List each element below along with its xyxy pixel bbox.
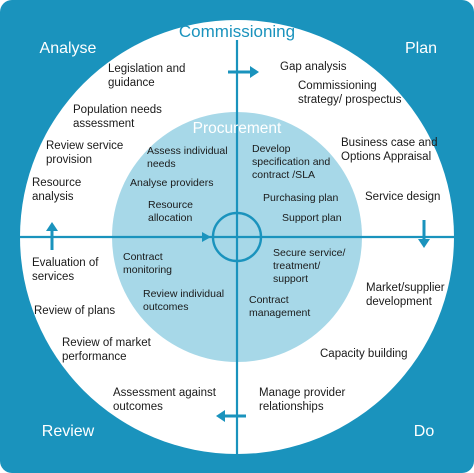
inner-item-line: contract /SLA [252, 169, 315, 181]
outer-item-line: Legislation and [108, 63, 185, 75]
outer-item-evaluation: Evaluation of services [32, 257, 99, 283]
inner-item-line: support [273, 273, 308, 285]
arrow-right-icon [228, 66, 259, 78]
quadrant-label-plan: Plan [405, 40, 437, 57]
outer-item-population: Population needs assessment [73, 104, 162, 130]
inner-item-line: Assess individual [147, 145, 228, 157]
outer-item-line: performance [62, 351, 127, 363]
inner-item-support-plan: Support plan [282, 212, 342, 224]
inner-item-line: Develop [252, 143, 291, 155]
inner-item-line: needs [147, 158, 176, 170]
outer-item-line: Options Appraisal [341, 151, 431, 163]
inner-item-line: Review individual [143, 288, 224, 300]
inner-item-line: management [249, 307, 310, 319]
outer-item-manage-provider: Manage provider relationships [259, 387, 345, 413]
cycle-circle [211, 211, 263, 263]
outer-item-line: Gap analysis [280, 61, 347, 73]
outer-item-line: Assessment against [113, 387, 217, 399]
outer-item-line: Resource [32, 177, 81, 189]
inner-item-line: Analyse providers [130, 177, 213, 189]
procurement-title: Procurement [193, 120, 282, 137]
inner-item-line: Contract [249, 294, 289, 306]
outer-item-line: services [32, 271, 74, 283]
outer-item-line: strategy/ prospectus [298, 94, 402, 106]
arrow-up-icon [46, 222, 58, 250]
outer-item-gap-analysis: Gap analysis [280, 61, 347, 73]
outer-item-review-service: Review service provision [46, 140, 123, 166]
cycle-arrow-icon [202, 232, 211, 242]
outer-item-service-design: Service design [365, 191, 440, 203]
outer-item-line: relationships [259, 401, 324, 413]
outer-item-line: analysis [32, 191, 74, 203]
quadrant-label-do: Do [414, 423, 435, 440]
outer-item-line: Commissioning [298, 80, 377, 92]
inner-item-line: specification and [252, 156, 330, 168]
inner-item-purchasing-plan: Purchasing plan [263, 192, 338, 204]
outer-item-line: Population needs [73, 104, 162, 116]
inner-item-line: allocation [148, 212, 193, 224]
inner-item-line: Resource [148, 199, 193, 211]
outer-item-review-plans: Review of plans [34, 305, 115, 317]
commissioning-title: Commissioning [179, 22, 295, 41]
outer-item-commissioning-strategy: Commissioning strategy/ prospectus [298, 80, 402, 106]
inner-item-analyse-providers: Analyse providers [130, 177, 213, 189]
outer-item-market-supplier: Market/supplier development [366, 282, 445, 308]
outer-item-line: outcomes [113, 401, 163, 413]
outer-item-line: Service design [365, 191, 440, 203]
outer-item-line: Review service [46, 140, 123, 152]
outer-item-line: Manage provider [259, 387, 345, 399]
outer-item-line: assessment [73, 118, 135, 130]
inner-item-line: Purchasing plan [263, 192, 338, 204]
outer-item-resource-analysis: Resource analysis [32, 177, 81, 203]
outer-item-line: Evaluation of [32, 257, 99, 269]
quadrant-label-analyse: Analyse [40, 40, 97, 57]
quadrant-label-review: Review [42, 423, 95, 440]
outer-item-line: Capacity building [320, 348, 408, 360]
inner-item-line: treatment/ [273, 260, 320, 272]
inner-item-secure-service: Secure service/treatment/support [273, 247, 345, 285]
outer-item-capacity-building: Capacity building [320, 348, 408, 360]
outer-item-line: development [366, 296, 433, 308]
inner-item-line: outcomes [143, 301, 189, 313]
outer-item-line: Review of plans [34, 305, 115, 317]
outer-item-line: Review of market [62, 337, 152, 349]
outer-item-line: Business case and [341, 137, 438, 149]
outer-item-assessment-outcomes: Assessment against outcomes [113, 387, 217, 413]
arrow-down-icon [418, 220, 430, 248]
outer-item-line: guidance [108, 77, 155, 89]
inner-item-line: Secure service/ [273, 247, 345, 259]
inner-item-line: monitoring [123, 264, 172, 276]
outer-item-line: provision [46, 154, 92, 166]
inner-item-line: Contract [123, 251, 163, 263]
outer-item-legislation: Legislation and guidance [108, 63, 185, 89]
outer-item-line: Market/supplier [366, 282, 445, 294]
outer-item-review-market: Review of market performance [62, 337, 152, 363]
arrow-left-icon [216, 410, 246, 422]
inner-item-line: Support plan [282, 212, 342, 224]
